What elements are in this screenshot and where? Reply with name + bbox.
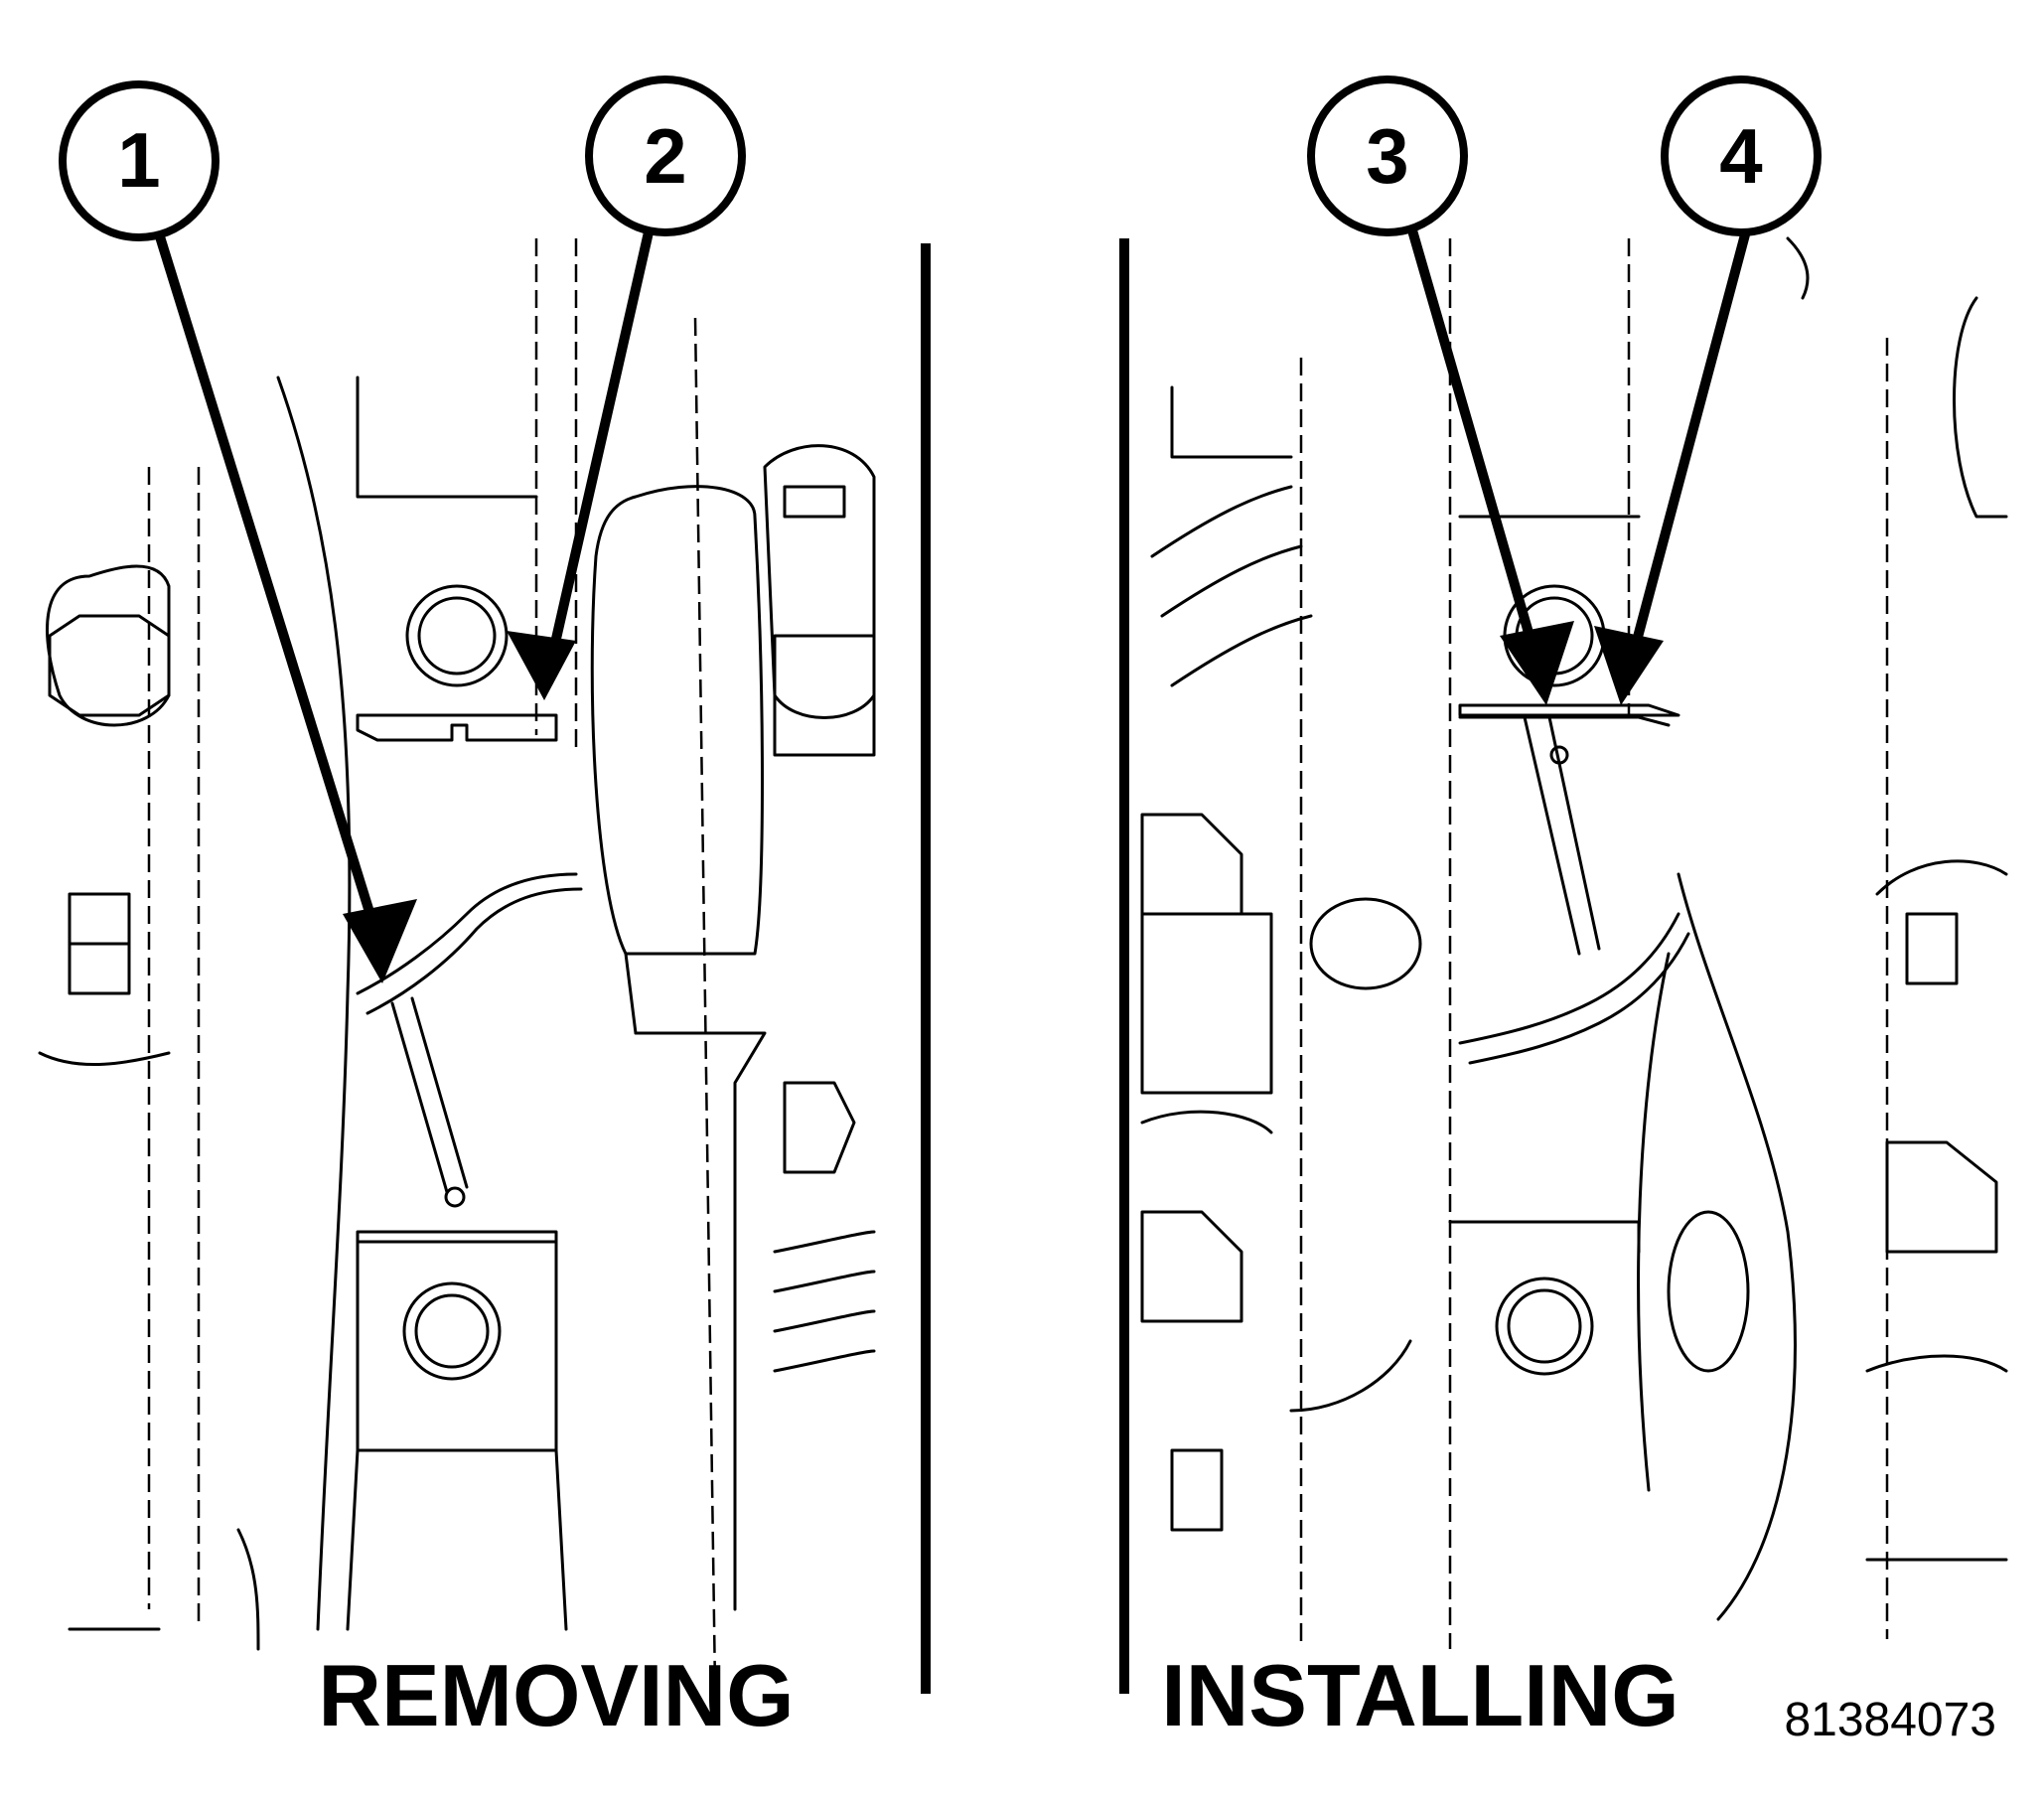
callout-3-number: 3 <box>1366 112 1408 200</box>
installing-caption: INSTALLING <box>1161 1646 1679 1744</box>
callout-1: 1 <box>59 80 219 241</box>
callout-3: 3 <box>1307 75 1468 236</box>
callout-1-number: 1 <box>117 116 160 204</box>
callout-4: 4 <box>1661 75 1822 236</box>
callout-4-number: 4 <box>1719 112 1762 200</box>
callout-2: 2 <box>585 75 746 236</box>
figure-id: 81384073 <box>1784 1694 1996 1746</box>
installing-panel <box>1140 236 2008 1649</box>
removing-panel <box>38 238 876 1690</box>
removing-caption: REMOVING <box>318 1646 794 1744</box>
callout-2-number: 2 <box>644 112 686 200</box>
callout-leaders <box>154 222 1753 983</box>
